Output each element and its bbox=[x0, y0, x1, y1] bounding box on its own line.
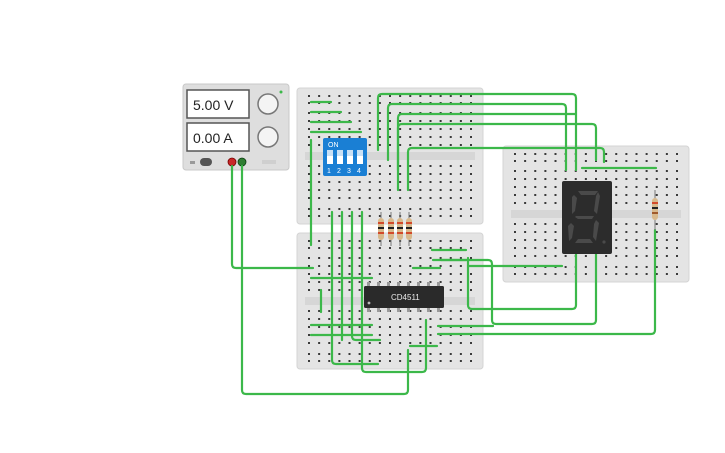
chip-label: CD4511 bbox=[391, 293, 420, 302]
chip-pin bbox=[417, 282, 420, 286]
chip-pin bbox=[417, 308, 420, 312]
chip-pin bbox=[397, 308, 400, 312]
voltage-knob[interactable] bbox=[257, 93, 279, 115]
wire-display-d bbox=[396, 122, 598, 192]
resistor-3[interactable] bbox=[397, 212, 403, 246]
dip-lever-knob-4 bbox=[357, 150, 363, 156]
dip-number-4: 4 bbox=[357, 168, 361, 175]
wire-display-c bbox=[396, 112, 578, 172]
dip-switch[interactable]: ON 1 2 3 4 bbox=[323, 138, 367, 176]
resistor-2[interactable] bbox=[388, 212, 394, 246]
chip-pin bbox=[437, 308, 440, 312]
chip-pin bbox=[377, 308, 380, 312]
wire-dip-4 bbox=[360, 210, 428, 374]
segment-digit-icon bbox=[568, 191, 600, 243]
wire-bottom-a bbox=[466, 238, 578, 311]
resistor-group[interactable] bbox=[378, 212, 412, 246]
dip-number-3: 3 bbox=[347, 168, 351, 175]
negative-terminal[interactable] bbox=[237, 157, 247, 167]
power-switch[interactable] bbox=[200, 158, 212, 166]
current-display bbox=[186, 122, 250, 152]
wire-display-e bbox=[406, 146, 606, 192]
current-readout: 0.00 A bbox=[193, 130, 233, 146]
dip-lever-2[interactable] bbox=[337, 150, 343, 164]
dip-number-2: 2 bbox=[337, 168, 341, 175]
cd4511-chip[interactable]: CD4511 bbox=[364, 282, 444, 312]
wire-bottom-b bbox=[431, 238, 598, 326]
chip-pin1-marker-icon bbox=[367, 301, 371, 305]
decimal-point-icon bbox=[602, 240, 606, 244]
wire-display-a bbox=[376, 92, 578, 172]
dip-lever-3[interactable] bbox=[347, 150, 353, 164]
wire-positive bbox=[230, 164, 315, 270]
dip-lever-knob-1 bbox=[327, 150, 333, 156]
switch-label-icon bbox=[190, 161, 195, 164]
chip-pin bbox=[377, 282, 380, 286]
dip-on-label: ON bbox=[328, 142, 339, 149]
dip-lever-1[interactable] bbox=[327, 150, 333, 164]
resistor-1[interactable] bbox=[378, 212, 384, 246]
dip-lever-knob-2 bbox=[337, 150, 343, 156]
chip-pin bbox=[367, 308, 370, 312]
chip-pin bbox=[387, 308, 390, 312]
seven-segment-display[interactable] bbox=[562, 181, 612, 254]
chip-pin bbox=[407, 308, 410, 312]
wire-negative bbox=[240, 164, 410, 396]
dip-lever-4[interactable] bbox=[357, 150, 363, 164]
dip-lever-knob-3 bbox=[347, 150, 353, 156]
chip-pin bbox=[387, 282, 390, 286]
wires[interactable] bbox=[230, 92, 658, 396]
resistor-right[interactable] bbox=[652, 190, 658, 230]
chip-pin bbox=[367, 282, 370, 286]
power-led-icon bbox=[279, 90, 283, 94]
wire-bottom-c bbox=[436, 228, 657, 336]
chip-pin bbox=[427, 308, 430, 312]
chip-pin bbox=[397, 282, 400, 286]
chip-pin bbox=[407, 282, 410, 286]
chip-pin bbox=[427, 282, 430, 286]
power-supply[interactable]: 5.00 V 0.00 A bbox=[182, 83, 290, 171]
current-knob[interactable] bbox=[257, 126, 279, 148]
voltage-readout: 5.00 V bbox=[193, 97, 234, 113]
positive-terminal[interactable] bbox=[227, 157, 237, 167]
chip-pin bbox=[437, 282, 440, 286]
wire-display-b bbox=[386, 102, 568, 172]
voltage-display bbox=[186, 89, 250, 119]
dip-number-1: 1 bbox=[327, 168, 331, 175]
brand-logo-icon bbox=[262, 160, 276, 164]
resistor-4[interactable] bbox=[406, 212, 412, 246]
wire-dip-1 bbox=[330, 210, 380, 366]
